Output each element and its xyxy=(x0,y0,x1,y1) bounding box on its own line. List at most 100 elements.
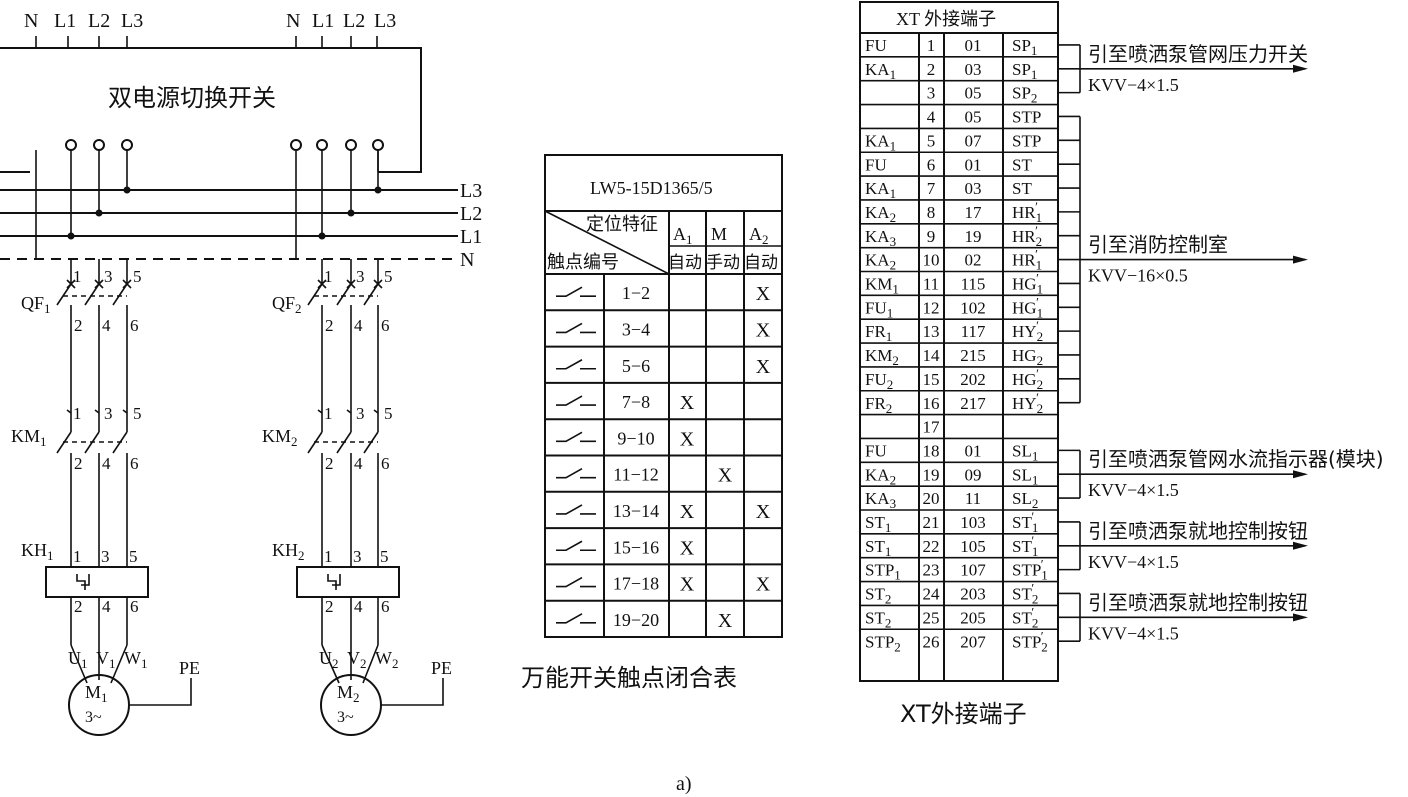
terminal-ring xyxy=(372,139,384,151)
device-code: FU1 xyxy=(865,298,893,320)
wire-number: 105 xyxy=(960,537,986,556)
relay-label: KH2 xyxy=(272,540,305,563)
relay-label: KH1 xyxy=(21,540,54,563)
terminal-number: 25 xyxy=(923,608,940,627)
terminal-table-caption: XT外接端子 xyxy=(900,700,1027,728)
cable-destination: 引至喷洒泵管网压力开关 xyxy=(1088,42,1308,66)
device-code: ST1 xyxy=(865,537,891,559)
kh-bottom-term: 6 xyxy=(130,597,139,616)
source-n-right: N xyxy=(286,10,300,32)
thermal-element xyxy=(327,574,337,590)
terminal-code: HG1′ xyxy=(1012,294,1043,320)
device-code: KM2 xyxy=(865,346,899,368)
kh-top-term: 1 xyxy=(324,547,333,566)
closed-mark: X xyxy=(680,537,695,559)
terminal-code: HR1′ xyxy=(1012,199,1042,225)
bus-label-l2: L2 xyxy=(460,203,482,225)
terminal-number: 2 xyxy=(927,60,936,79)
terminal-code: ST xyxy=(1012,155,1032,174)
phase-label: W2 xyxy=(375,648,399,671)
closed-mark: X xyxy=(756,319,771,341)
kh-bottom-term: 2 xyxy=(325,597,334,616)
contactor-label: KM1 xyxy=(11,426,47,449)
contact-symbol xyxy=(556,613,596,624)
terminal-code: STP2′ xyxy=(1012,628,1048,654)
contact-symbol xyxy=(556,467,596,479)
km-bottom-term: 2 xyxy=(325,454,334,473)
cable-group-5: 引至喷洒泵就地控制按钮 KVV−4×1.5 xyxy=(1058,590,1308,643)
position-mode: 自动 xyxy=(744,253,778,273)
terminal-code: SL2 xyxy=(1012,489,1038,511)
device-code: ST2 xyxy=(865,608,891,630)
source-wires xyxy=(35,36,378,48)
km-top-term: 3 xyxy=(104,404,113,423)
switch-outputs xyxy=(65,139,384,237)
wire-number: 05 xyxy=(965,84,982,103)
header-position: 定位特征 xyxy=(586,214,658,235)
device-code: ST1 xyxy=(865,513,891,535)
cable-destination: 引至喷洒泵就地控制按钮 xyxy=(1088,590,1308,614)
terminal-code: ST2′ xyxy=(1012,581,1038,607)
bus-label-l3: L3 xyxy=(460,180,482,202)
cable-group-3: 引至喷洒泵管网水流指示器(模块)KVV−4×1.5 xyxy=(1058,447,1384,500)
arrow-head xyxy=(1293,470,1308,479)
switch-table-caption: 万能开关触点闭合表 xyxy=(521,664,737,692)
contact-number: 3−4 xyxy=(622,319,650,339)
qf-bottom-term: 4 xyxy=(354,316,363,335)
terminal-number: 21 xyxy=(923,513,940,532)
terminal-code: SL1 xyxy=(1012,465,1038,487)
km-bottom-term: 6 xyxy=(130,454,139,473)
device-code: KA2 xyxy=(865,251,896,273)
wire-number: 103 xyxy=(960,513,986,532)
wire-number: 217 xyxy=(960,394,986,413)
terminal-number: 8 xyxy=(927,203,936,222)
wire-number: 115 xyxy=(961,275,986,294)
terminal-code: SP1 xyxy=(1012,36,1037,58)
wire-number: 02 xyxy=(965,251,982,270)
qf-bottom-term: 2 xyxy=(325,316,334,335)
wire-number: 17 xyxy=(965,203,983,222)
header-contact: 触点编号 xyxy=(547,252,619,273)
wire-number: 11 xyxy=(965,489,981,508)
terminal-number: 24 xyxy=(923,585,941,604)
device-code: STP1 xyxy=(865,561,901,583)
terminal-number: 13 xyxy=(923,322,940,341)
terminal-code: HR1′ xyxy=(1012,247,1042,273)
terminal-number: 18 xyxy=(923,441,940,460)
cable-spec: KVV−4×1.5 xyxy=(1088,75,1179,95)
contact-symbol xyxy=(556,395,596,406)
cable-spec: KVV−4×1.5 xyxy=(1088,480,1179,500)
wire-number: 202 xyxy=(960,370,986,389)
km-top-term: 1 xyxy=(324,404,333,423)
breaker-label: QF1 xyxy=(21,293,51,316)
kh-bottom-term: 6 xyxy=(381,597,390,616)
device-code: KA1 xyxy=(865,60,896,82)
contact-symbol xyxy=(556,359,596,370)
device-code: KA1 xyxy=(865,179,896,201)
arrow-head xyxy=(1293,613,1308,622)
cable-spec: KVV−4×1.5 xyxy=(1088,623,1179,643)
cable-destination: 引至喷洒泵就地控制按钮 xyxy=(1088,519,1308,543)
cable-spec: KVV−16×0.5 xyxy=(1088,266,1188,286)
thermal-relay xyxy=(296,566,400,598)
device-code: FR1 xyxy=(865,322,892,344)
bus-label-l1: L1 xyxy=(460,226,482,248)
km-top-term: 1 xyxy=(73,404,82,423)
terminal-code: HG2 xyxy=(1012,346,1043,368)
device-code: FU xyxy=(865,441,887,460)
wire-number: 203 xyxy=(960,585,986,604)
phase-label: V1 xyxy=(96,648,116,671)
terminal-number: 5 xyxy=(927,131,936,150)
terminal-number: 16 xyxy=(923,394,940,413)
km-bottom-term: 2 xyxy=(74,454,83,473)
arrow-head xyxy=(1293,541,1308,550)
closed-mark: X xyxy=(756,574,771,596)
contact-number: 19−20 xyxy=(613,610,659,630)
terminal-code: HR2′ xyxy=(1012,223,1042,249)
figure-label: a) xyxy=(676,773,692,795)
qf-top-term: 1 xyxy=(324,267,333,286)
